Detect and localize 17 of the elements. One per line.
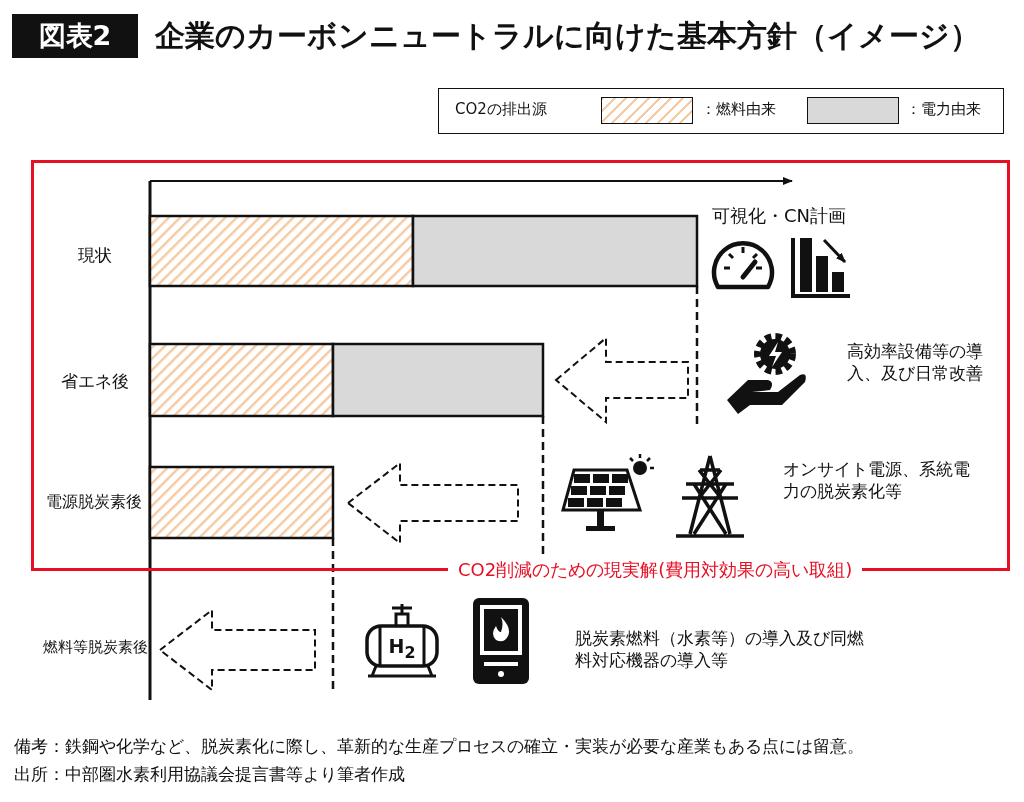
row-label: 電源脱炭素後 — [45, 492, 143, 513]
legend-label: ：燃料由来 — [701, 100, 776, 119]
legend-heading: CO2の排出源 — [455, 100, 548, 120]
title: 企業のカーボンニュートラルに向けた基本方針（イメージ） — [155, 17, 980, 55]
frame-caption: CO2削減のための現実解(費用対効果の高い取組) — [448, 558, 863, 582]
source-text: 出所：中部圏水素利用協議会提言書等より筆者作成 — [14, 764, 406, 786]
note-text: 備考：鉄鋼や化学など、脱炭素化に際し、革新的な生産プロセスの確立・実装が必要な産業もある点には留意。 — [14, 736, 865, 758]
action-label: オンサイト電源、系統電力の脱炭素化等 — [783, 458, 971, 502]
action-label: 可視化・CN計画 — [712, 204, 848, 228]
tank-label: H$_{2}$ — [387, 634, 417, 664]
row-label: 現状 — [77, 244, 113, 267]
action-label: 脱炭素燃料（水素等）の導入及び同燃料対応機器の導入等 — [575, 627, 865, 671]
action-label: 高効率設備等の導入、及び日常改善 — [847, 340, 984, 384]
row-label: 燃料等脱炭素後 — [41, 638, 149, 658]
figure-number: 図表2 — [12, 14, 138, 58]
legend-label: ：電力由来 — [906, 100, 981, 119]
row-label: 省エネ後 — [60, 370, 130, 393]
